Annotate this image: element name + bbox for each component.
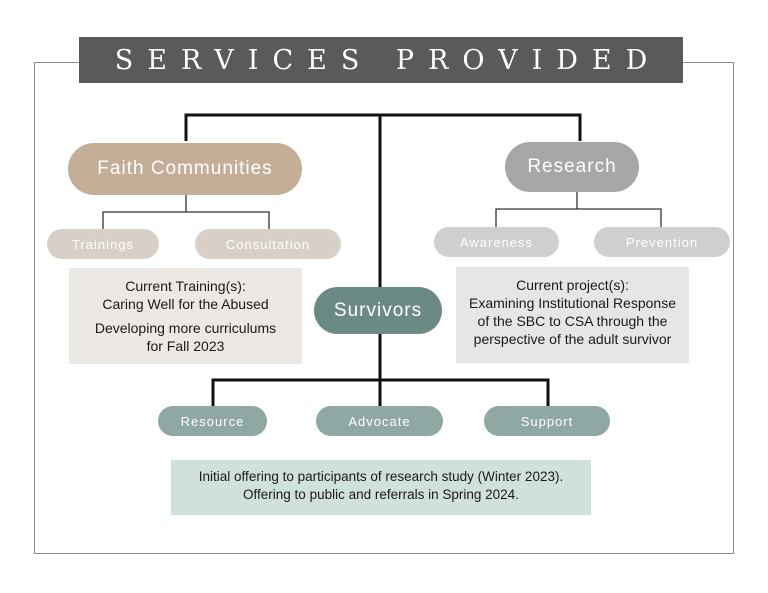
survivors-info-line: Initial offering to participants of rese… [198,469,564,484]
survivors-info-line: Offering to public and referrals in Spri… [243,487,519,502]
survivors-info-box: Initial offering to participants of rese… [171,460,591,515]
faith-info-line: Caring Well for the Abused [102,296,269,312]
research-info-line: Examining Institutional Response [468,295,676,311]
faith-info-line: Developing more curriculums [94,320,277,336]
connector-top [184,113,582,141]
faith-info-box: Current Training(s): Caring Well for the… [69,268,302,364]
node-research: Research [505,142,639,192]
node-prevention: Prevention [594,227,730,257]
page-title: SERVICES PROVIDED [79,37,683,83]
connector-faith-sub [102,211,270,229]
research-info-box: Current project(s): Examining Institutio… [456,267,689,363]
research-info-line: Current project(s): [516,277,629,293]
node-consultation: Consultation [195,229,341,259]
node-advocate: Advocate [316,406,443,436]
node-survivors: Survivors [314,287,442,334]
node-awareness: Awareness [434,227,559,257]
node-resource: Resource [158,406,267,436]
connector-research-sub [495,208,662,227]
research-info-line: perspective of the adult survivor [473,331,672,347]
node-trainings: Trainings [47,229,159,259]
faith-info-line: Current Training(s): [125,278,246,294]
node-support: Support [484,406,610,436]
faith-info-line: for Fall 2023 [146,338,225,354]
research-info-line: of the SBC to CSA through the [477,313,668,329]
node-faith-communities: Faith Communities [68,143,302,195]
